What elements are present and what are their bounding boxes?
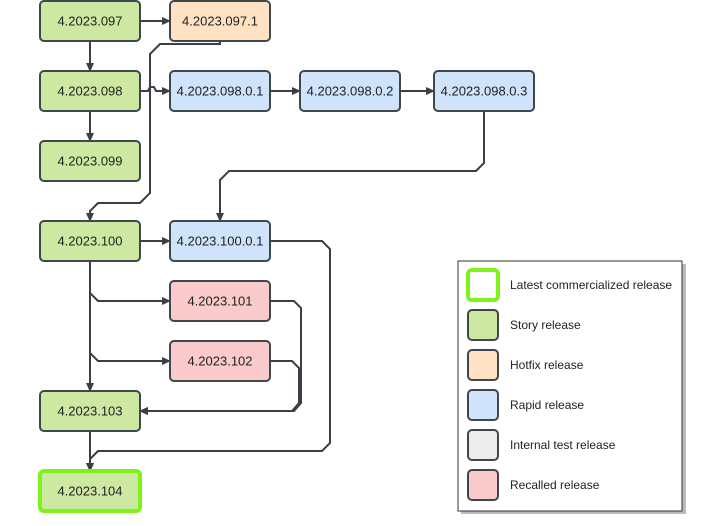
release-box bbox=[38, 469, 142, 513]
release-box bbox=[39, 140, 141, 182]
release-node-n09802: 4.2023.098.0.2 bbox=[299, 70, 401, 112]
release-box bbox=[169, 0, 271, 42]
release-label: 4.2023.102 bbox=[187, 354, 252, 369]
release-box bbox=[169, 70, 271, 112]
release-node-n101: 4.2023.101 bbox=[169, 280, 271, 322]
legend-item-story: Story release bbox=[467, 309, 581, 341]
legend-label: Latest commercialized release bbox=[510, 278, 672, 292]
release-node-n09803: 4.2023.098.0.3 bbox=[433, 70, 535, 112]
release-label: 4.2023.103 bbox=[57, 404, 122, 419]
legend-label: Recalled release bbox=[510, 478, 600, 492]
release-label: 4.2023.100 bbox=[57, 234, 122, 249]
release-label: 4.2023.098 bbox=[57, 84, 122, 99]
legend-item-rapid: Rapid release bbox=[467, 389, 584, 421]
release-box bbox=[39, 220, 141, 262]
legend-label: Rapid release bbox=[510, 398, 584, 412]
edge-n09803-to-n10001 bbox=[216, 111, 485, 222]
legend-swatch-internal bbox=[467, 429, 499, 461]
release-label: 4.2023.099 bbox=[57, 154, 122, 169]
release-box bbox=[39, 70, 141, 112]
release-box bbox=[433, 70, 535, 112]
legend-swatch-hotfix bbox=[467, 349, 499, 381]
legend-label: Story release bbox=[510, 318, 581, 332]
edge-n102-to-n103 bbox=[139, 360, 300, 415]
legend-item-internal: Internal test release bbox=[467, 429, 616, 461]
edge-n100-to-n101 bbox=[89, 261, 171, 305]
edge-n098-to-n09801 bbox=[140, 86, 171, 95]
release-box bbox=[39, 0, 141, 42]
legend-label: Hotfix release bbox=[510, 358, 584, 372]
release-node-n099: 4.2023.099 bbox=[39, 140, 141, 182]
release-label: 4.2023.104 bbox=[57, 484, 122, 499]
release-node-n098: 4.2023.098 bbox=[39, 70, 141, 112]
release-label: 4.2023.097 bbox=[57, 14, 122, 29]
release-node-n0971: 4.2023.097.1 bbox=[169, 0, 271, 42]
release-node-n100: 4.2023.100 bbox=[39, 220, 141, 262]
release-node-n103: 4.2023.103 bbox=[39, 390, 141, 432]
release-box bbox=[299, 70, 401, 112]
release-label: 4.2023.100.0.1 bbox=[177, 234, 264, 249]
release-box bbox=[39, 390, 141, 432]
release-node-n097: 4.2023.097 bbox=[39, 0, 141, 42]
legend-item-recalled: Recalled release bbox=[467, 469, 600, 501]
legend-label: Internal test release bbox=[510, 438, 616, 452]
legend-item-latest: Latest commercialized release bbox=[466, 268, 672, 302]
legend-swatch-story bbox=[467, 309, 499, 341]
release-box bbox=[169, 280, 271, 322]
nodes-layer: 4.2023.097 4.2023.097.1 4.2023.098 4.2023.0… bbox=[38, 0, 535, 513]
release-node-n10001: 4.2023.100.0.1 bbox=[169, 220, 271, 262]
release-label: 4.2023.098.0.1 bbox=[177, 84, 264, 99]
release-label: 4.2023.098.0.3 bbox=[441, 84, 528, 99]
release-node-n104: 4.2023.104 bbox=[38, 469, 142, 513]
edge-n10001-to-n104 bbox=[86, 240, 331, 472]
edges-layer bbox=[86, 17, 485, 472]
edge-n100-to-n102 bbox=[89, 261, 171, 365]
release-box bbox=[169, 340, 271, 382]
release-node-n102: 4.2023.102 bbox=[169, 340, 271, 382]
release-label: 4.2023.098.0.2 bbox=[307, 84, 394, 99]
legend-item-hotfix: Hotfix release bbox=[467, 349, 584, 381]
legend-swatch-recalled bbox=[467, 469, 499, 501]
release-node-n09801: 4.2023.098.0.1 bbox=[169, 70, 271, 112]
edge-n0971-to-n100 bbox=[86, 41, 221, 222]
release-box bbox=[169, 220, 271, 262]
legend-swatch-latest bbox=[466, 268, 500, 302]
legend-swatch-rapid bbox=[467, 389, 499, 421]
release-label: 4.2023.101 bbox=[187, 294, 252, 309]
release-label: 4.2023.097.1 bbox=[182, 14, 258, 29]
